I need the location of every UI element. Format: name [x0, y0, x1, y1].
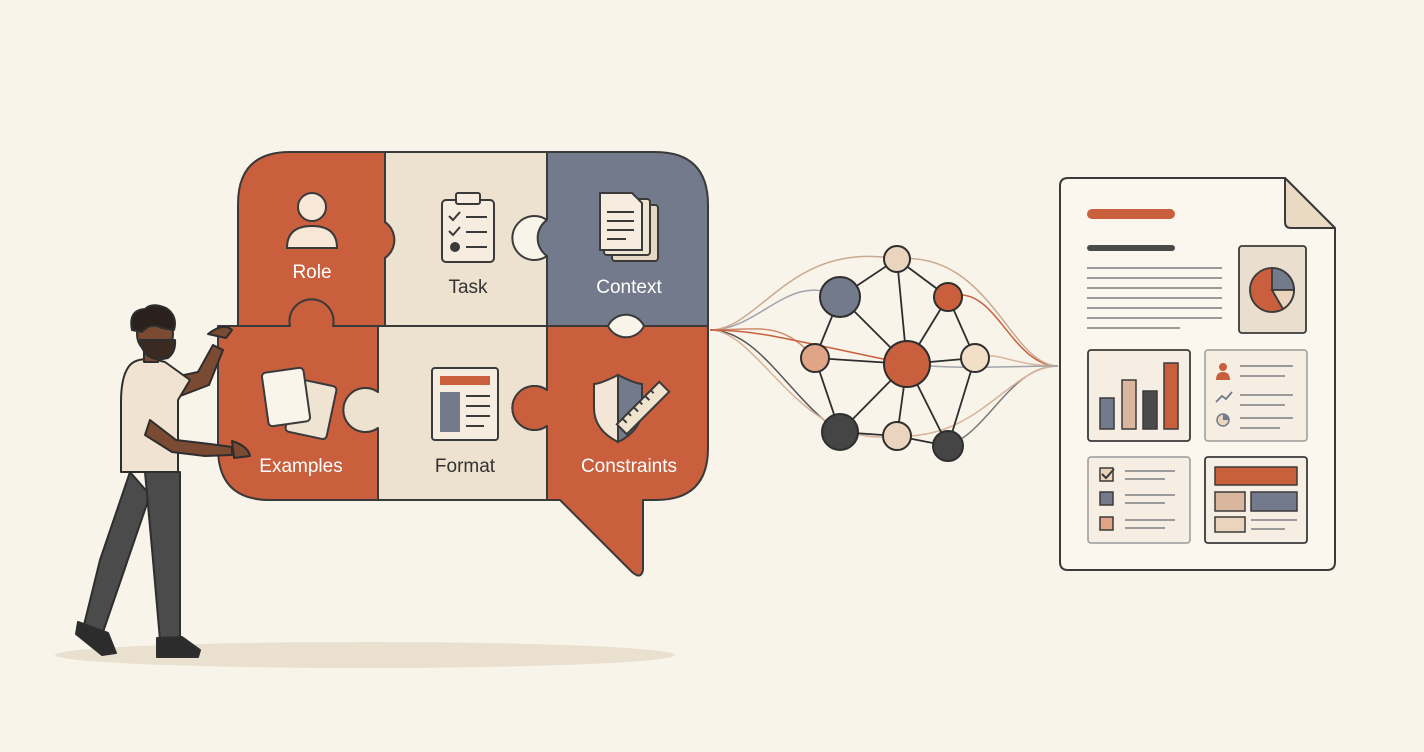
puzzle-label-format: Format: [435, 456, 496, 477]
network-node: [800, 343, 830, 373]
network-node: [819, 276, 861, 318]
network-node: [960, 343, 990, 373]
bar-chart-card: [1087, 349, 1191, 442]
network-node: [933, 282, 963, 312]
shield-ruler-icon: [593, 373, 671, 444]
layout-template-icon: [431, 367, 499, 441]
person-holding-puzzle-piece: [75, 304, 251, 658]
network-node: [821, 413, 859, 451]
puzzle-label-context: Context: [596, 277, 662, 298]
network-node: [883, 245, 911, 273]
cards-icon: [260, 366, 338, 441]
network-node: [883, 340, 931, 388]
info-list-card: [1204, 349, 1308, 442]
puzzle-label-role: Role: [292, 262, 331, 283]
pie-chart-card: [1238, 245, 1307, 334]
layout-blocks-card: [1204, 456, 1308, 544]
report-document-icon: [1059, 177, 1336, 571]
puzzle-label-task: Task: [448, 277, 488, 298]
checklist-card: [1087, 456, 1191, 544]
ground-shadow: [55, 642, 675, 668]
documents-icon: [599, 192, 659, 262]
network-node: [882, 421, 912, 451]
network-node: [932, 430, 964, 462]
person-icon: [285, 192, 339, 249]
connection-curves: [709, 255, 1059, 447]
clipboard-checklist-icon: [441, 192, 495, 263]
puzzle-label-constraints: Constraints: [581, 456, 677, 477]
neural-network-icon: [800, 245, 990, 462]
puzzle-label-examples: Examples: [259, 456, 342, 477]
